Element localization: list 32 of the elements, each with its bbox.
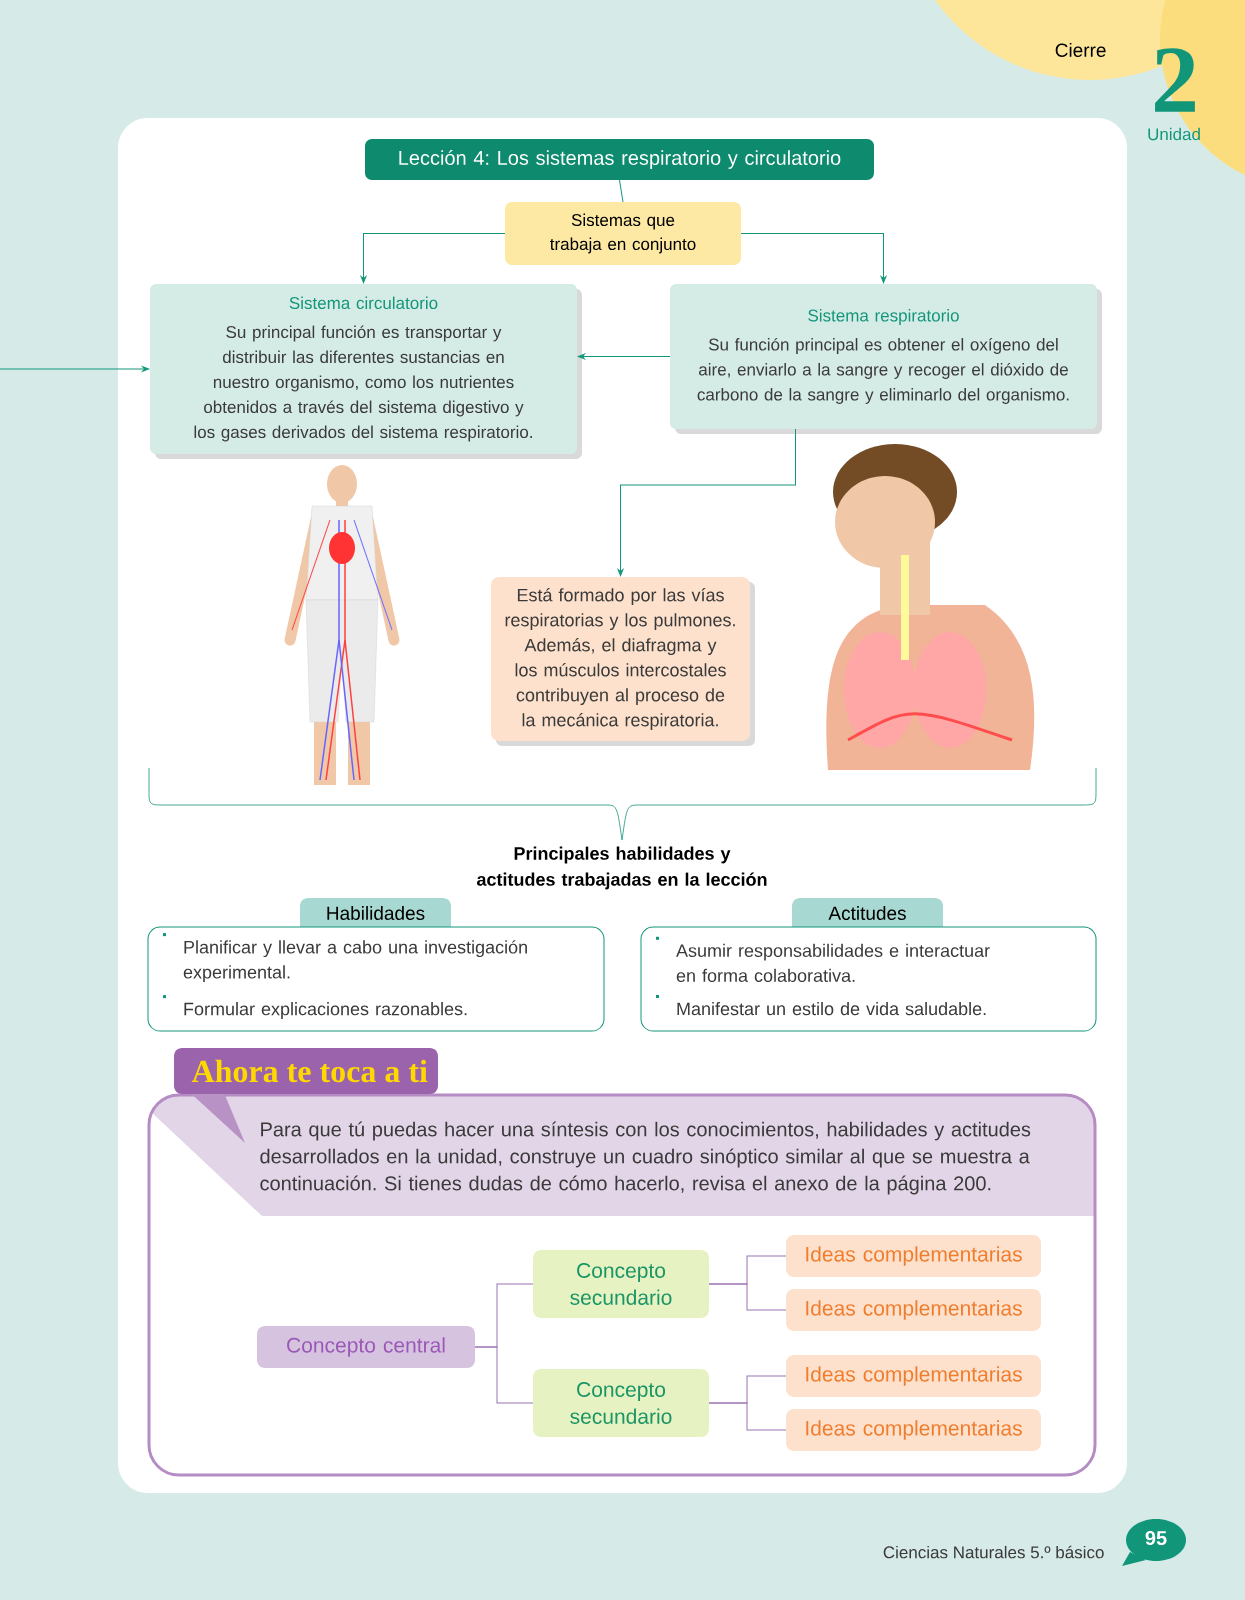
category-box: Sistemas que trabaja en conjunto <box>505 202 741 265</box>
central-concept-box: Concepto central <box>257 1326 475 1368</box>
footer-text: Ciencias Naturales 5.º básico <box>883 1545 1104 1559</box>
connector-line <box>0 366 150 372</box>
idea-box: Ideas complementarias <box>786 1289 1041 1331</box>
concept-box: Sistema circulatorio Su principal función es transportar y distribuir las diferentes sustancias en nuestro organismo, como los nutrientes obtenidos a través del sistema digestivo y los gases derivados del sistema respiratorio. <box>150 284 582 459</box>
connector-line <box>360 233 506 284</box>
secondary-concept-box: Concepto secundario <box>533 1369 709 1437</box>
idea-box: Ideas complementarias <box>786 1409 1041 1451</box>
secondary-concept-box: Concepto secundario <box>533 1250 709 1318</box>
node-label: Ahora te toca a ti <box>191 1059 428 1083</box>
connector-line <box>474 1346 534 1404</box>
connector-line <box>619 179 624 203</box>
label-text: Cierre <box>1055 43 1106 57</box>
node-label: Habilidades <box>327 906 425 920</box>
connector-line <box>740 233 887 284</box>
connector-line <box>617 428 796 577</box>
connector-line <box>708 1283 787 1311</box>
title-box: Lección 4: Los sistemas respiratorio y circulatorio <box>365 139 874 180</box>
connector-line <box>708 1402 787 1431</box>
concept-box: Sistema respiratorio Su función principal es obtener el oxígeno del aire, enviarlo a la sangre y recoger el dióxido de carbono de la sangre y eliminarlo del organismo. <box>670 284 1102 434</box>
connector-line <box>577 353 671 360</box>
page-number: 95 <box>1122 1519 1186 1566</box>
node-label: Actitudes <box>828 906 906 920</box>
list-box: Habilidades Planificar y llevar a cabo una investigación experimental. Formular explicaciones razonables. <box>147 898 605 1032</box>
section-heading: Principales habilidades y actitudes trabajadas en la lección <box>477 846 767 890</box>
idea-box: Ideas complementarias <box>786 1235 1041 1277</box>
unit-number: 2 <box>1155 48 1195 112</box>
idea-box: Ideas complementarias <box>786 1355 1041 1397</box>
label-text: Unidad <box>1148 127 1200 141</box>
list-box: Actitudes Asumir responsabilidades e interactuar en forma colaborativa. Manifestar un estilo de vida saludable. <box>640 898 1097 1032</box>
detail-box: Está formado por las vías respiratorias y los pulmones. Además, el diafragma y los músculos intercostales contribuyen al proceso de la mecánica respiratoria. <box>491 577 755 746</box>
